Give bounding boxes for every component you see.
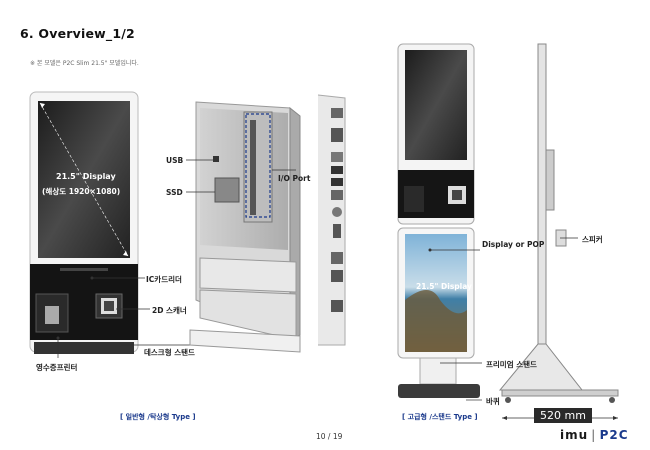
stand-type-caption: [ 고급형 /스탠드 Type ]: [402, 413, 478, 421]
io-port-label: I/O Port: [278, 174, 311, 183]
ssd-label: SSD: [166, 188, 183, 197]
desk-kiosk-back: [186, 101, 301, 353]
model-note: ※ 본 모델은 P2C Slim 21.5" 모델입니다.: [30, 60, 139, 67]
speaker-label: 스피커: [582, 235, 603, 244]
scanner-2d-label: 2D 스캐너: [152, 306, 187, 315]
desk-stand-label: 데스크형 스탠드: [144, 348, 195, 357]
kiosk-screen: [38, 101, 130, 258]
stand-kiosk-side: [498, 43, 619, 420]
desk-type-caption: [ 일반형 /탁상형 Type ]: [120, 413, 196, 421]
brand-logo-left: imu: [560, 428, 589, 442]
display-label-line1: 21.5" Display: [56, 172, 116, 181]
wheel-label: 바퀴: [486, 397, 500, 406]
brand-logo: imu|P2C: [560, 428, 629, 442]
io-port-strip: [317, 94, 346, 346]
usb-label: USB: [166, 156, 184, 165]
premium-stand-label: 프리미엄 스탠드: [486, 360, 537, 369]
pop-display-label: 21.5" Display: [416, 282, 472, 291]
ic-card-reader-label: IC카드리더: [146, 275, 182, 284]
display-or-pop-label: Display or POP: [482, 240, 545, 249]
width-dimension: 520 mm: [534, 408, 592, 423]
receipt-printer-label: 영수증프린터: [36, 363, 78, 372]
desk-kiosk-front: [29, 91, 240, 358]
page-number: 10 / 19: [316, 432, 343, 441]
stand-kiosk-front: [397, 43, 482, 401]
brand-logo-right: P2C: [599, 428, 629, 442]
page-title: 6. Overview_1/2: [20, 26, 135, 41]
display-label-line2: (해상도 1920×1080): [42, 187, 121, 196]
